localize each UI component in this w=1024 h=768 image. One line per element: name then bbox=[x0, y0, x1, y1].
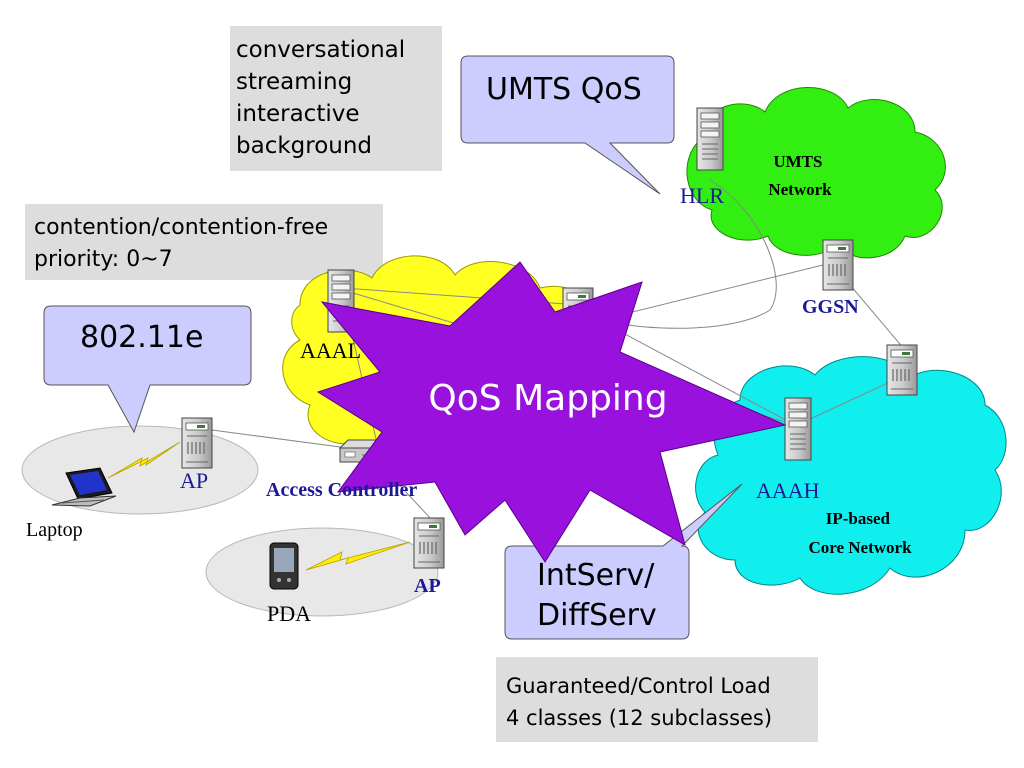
umts-qos-label: UMTS QoS bbox=[486, 72, 642, 107]
umts-qos-callout bbox=[460, 55, 675, 195]
laptop-coverage-area bbox=[21, 425, 259, 515]
svg-text:Guaranteed/Control Load 4: Guaranteed/Control Load 4 classes (12 su… bbox=[506, 674, 777, 730]
wlan-params-box bbox=[25, 204, 383, 280]
aaal-label: AAAL bbox=[300, 338, 361, 363]
edge-router-icon bbox=[886, 344, 918, 396]
pda-label: PDA bbox=[267, 601, 311, 626]
umts-class-conversational: conversational bbox=[236, 37, 405, 63]
qos-mapping-label: QoS Mapping bbox=[428, 378, 667, 419]
ip-qos-callout bbox=[504, 483, 743, 640]
wlan-param-contention: contention/contention-free bbox=[34, 215, 328, 240]
laptop-label: Laptop bbox=[26, 519, 83, 541]
umts-class-background: background bbox=[236, 133, 372, 159]
ggsn-label: GGSN bbox=[802, 296, 859, 318]
ap-label: AP bbox=[180, 468, 208, 493]
aaah-server-icon bbox=[784, 397, 812, 461]
umts-network-label-line1: UMTS bbox=[773, 152, 822, 171]
aaah-label: AAAH bbox=[756, 478, 820, 503]
core-network-cloud bbox=[695, 356, 1007, 595]
svg-text:contention/contention-free: contention/contention-free priority: 0~7 bbox=[34, 215, 335, 272]
qos-mapping-burst bbox=[316, 261, 787, 563]
wlan-qos-label: 802.11e bbox=[80, 320, 203, 355]
ip-class-subclasses: 4 classes (12 subclasses) bbox=[506, 706, 772, 730]
access-controller-label: Access Controller bbox=[266, 479, 417, 501]
core-network-label-line2: Core Network bbox=[808, 538, 912, 557]
wlan-qos-callout bbox=[43, 305, 252, 434]
pda-icon bbox=[269, 542, 299, 590]
svg-text:conversational streaming: conversational streaming interactive bac… bbox=[236, 37, 412, 159]
ggsn-router-icon bbox=[822, 239, 854, 291]
laptop-wireless-link-icon bbox=[107, 441, 181, 479]
umts-classes-box bbox=[230, 26, 442, 171]
ap-bottom-label: AP bbox=[414, 575, 441, 597]
umts-network-label-line2: Network bbox=[768, 180, 832, 199]
ip-classes-box bbox=[496, 657, 818, 742]
svg-text:UMTS Network: UMTS Network bbox=[768, 152, 832, 199]
core-network-label-line1: IP-based bbox=[826, 509, 891, 528]
hlr-server-icon bbox=[696, 107, 724, 171]
svg-text:IP-based Core Network: IP-based Core Network bbox=[808, 509, 912, 557]
umts-class-interactive: interactive bbox=[236, 101, 360, 127]
wlan-param-priority: priority: 0~7 bbox=[34, 247, 173, 272]
pda-wireless-link-icon bbox=[305, 541, 411, 571]
ip-qos-label-diffserv: DiffServ bbox=[537, 598, 657, 633]
umts-network-cloud bbox=[686, 87, 946, 259]
svg-text:IntServ/ DiffServ: IntServ/ DiffServ bbox=[537, 558, 664, 633]
ap-server-icon bbox=[181, 417, 213, 469]
ip-class-guaranteed: Guaranteed/Control Load bbox=[506, 674, 771, 698]
umts-class-streaming: streaming bbox=[236, 69, 352, 95]
pda-coverage-area bbox=[205, 527, 439, 617]
laptop-icon bbox=[51, 467, 117, 507]
ip-qos-label-intserv: IntServ/ bbox=[537, 558, 655, 593]
ap-bottom-server-icon bbox=[413, 517, 445, 569]
hlr-label: HLR bbox=[680, 183, 724, 208]
